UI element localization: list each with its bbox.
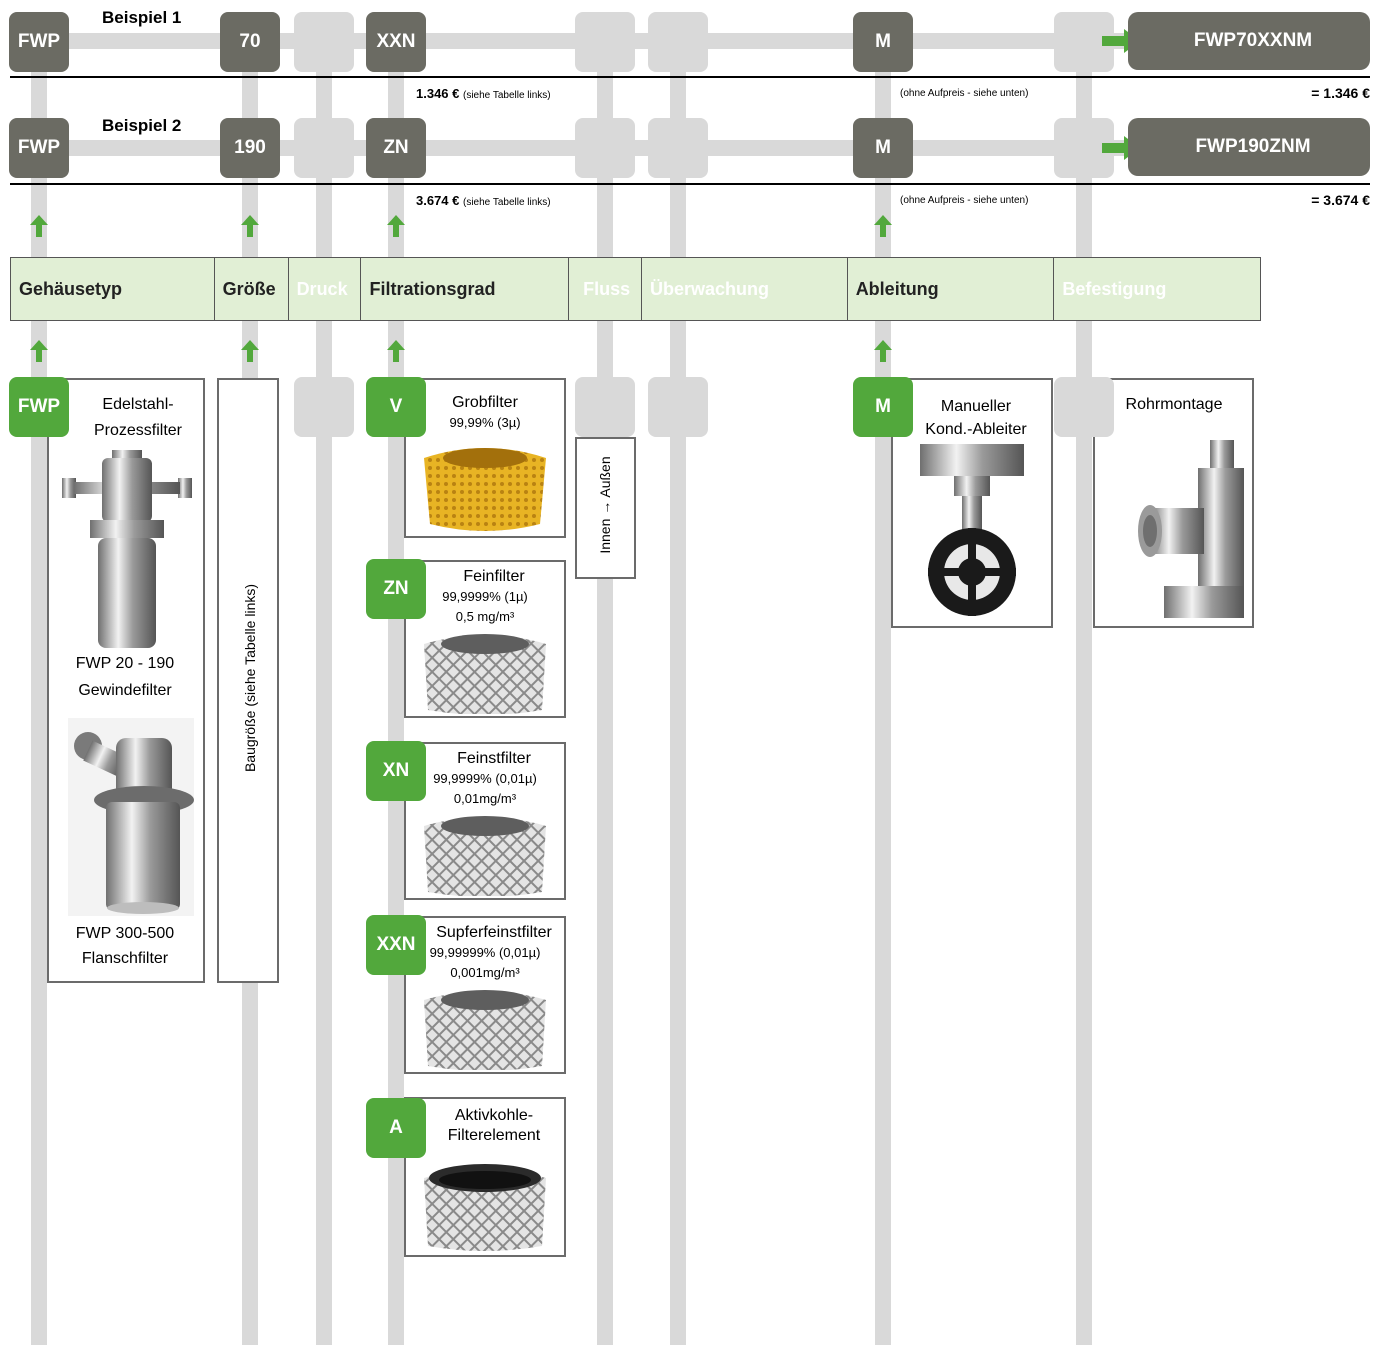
filter-v-spec: 99,99% (3µ) — [449, 415, 521, 430]
example1-code-ableitung: M — [853, 12, 913, 72]
header-groesse: Größe — [215, 258, 289, 320]
housing-variant1-line1: FWP 20 - 190 — [75, 655, 175, 672]
filter-xn-spec1: 99,9999% (0,01µ) — [433, 771, 537, 786]
example2-code-fluss — [575, 118, 635, 178]
size-label: Baugröße (siehe Tabelle links) — [242, 583, 258, 773]
example2-total: = 3.674 € — [1311, 192, 1370, 208]
category-header-row: Gehäusetyp Größe Druck Filtrationsgrad F… — [10, 257, 1261, 321]
fluss-placeholder — [575, 377, 635, 437]
example2-divider — [10, 183, 1370, 185]
example2-code-ueberwachung — [648, 118, 708, 178]
example2-title: Beispiel 2 — [102, 116, 182, 135]
filter-code-xn: XN — [366, 741, 426, 801]
example1-code-druck — [294, 12, 354, 72]
example1-code-fluss — [575, 12, 635, 72]
arrow-up-icon — [387, 340, 405, 362]
arrow-up-icon — [874, 215, 892, 237]
example2-code-filter: ZN — [366, 118, 426, 178]
housing-code-fwp: FWP — [9, 377, 69, 437]
filter-code-zn: ZN — [366, 559, 426, 619]
filter-a-name-line2: Filterelement — [447, 1127, 541, 1144]
mount-label: Rohrmontage — [1125, 396, 1223, 413]
example2-code-druck — [294, 118, 354, 178]
filter-element-mesh-image — [424, 990, 546, 1070]
housing-title-line1: Edelstahl- — [102, 396, 174, 413]
example2-price-note: (siehe Tabelle links) — [463, 197, 551, 208]
example2-result: FWP190ZNM — [1128, 118, 1370, 176]
filter-element-mesh-image — [424, 816, 546, 896]
flange-filter-image — [68, 718, 194, 916]
lane-befestigung — [1076, 40, 1092, 1345]
header-gehaeusetyp: Gehäusetyp — [11, 258, 215, 320]
manual-drain-valve-image — [920, 444, 1024, 616]
example1-code-ueberwachung — [648, 12, 708, 72]
activated-carbon-element-image — [424, 1164, 546, 1251]
filter-v-name: Grobfilter — [452, 394, 518, 411]
filter-code-xxn: XXN — [366, 915, 426, 975]
lane-gehaeusetyp — [31, 40, 47, 1345]
flow-direction-label: Innen → Außen — [597, 456, 613, 554]
ueberwachung-placeholder — [648, 377, 708, 437]
filter-code-a: A — [366, 1098, 426, 1158]
lane-druck — [316, 40, 332, 1345]
example2-extra-note: (ohne Aufpreis - siehe unten) — [900, 195, 1029, 206]
housing-title-line2: Prozessfilter — [93, 422, 183, 439]
drain-code-m: M — [853, 377, 913, 437]
housing-variant2-line2: Flanschfilter — [81, 950, 169, 967]
filter-a-name-line1: Aktivkohle- — [454, 1107, 534, 1124]
drain-line2: Kond.-Ableiter — [925, 421, 1027, 438]
filter-element-yellow-image — [424, 448, 546, 531]
example1-title: Beispiel 1 — [102, 8, 182, 27]
arrow-up-icon — [874, 340, 892, 362]
example2-code-fwp: FWP — [9, 118, 69, 178]
example1-price: 1.346 € (siehe Tabelle links) — [416, 86, 551, 101]
filter-xxn-spec1: 99,99999% (0,01µ) — [429, 945, 541, 960]
arrow-up-icon — [30, 340, 48, 362]
header-fluss: Fluss — [569, 258, 643, 320]
housing-variant2-line1: FWP 300-500 — [75, 925, 175, 942]
example1-divider — [10, 76, 1370, 78]
example2-code-size: 190 — [220, 118, 280, 178]
filter-xn-spec2: 0,01mg/m³ — [453, 791, 517, 806]
filter-zn-spec1: 99,9999% (1µ) — [442, 589, 528, 604]
example1-code-fwp: FWP — [9, 12, 69, 72]
header-ableitung: Ableitung — [848, 258, 1055, 320]
header-ueberwachung: Überwachung — [642, 258, 848, 320]
header-filtrationsgrad: Filtrationsgrad — [361, 258, 570, 320]
lane-filtrationsgrad — [388, 40, 404, 1345]
header-druck: Druck — [289, 258, 362, 320]
arrow-up-icon — [241, 340, 259, 362]
filter-zn-spec2: 0,5 mg/m³ — [455, 609, 515, 624]
size-option-box — [217, 378, 279, 983]
example1-extra-note: (ohne Aufpreis - siehe unten) — [900, 88, 1029, 99]
lane-ableitung — [875, 40, 891, 1345]
example1-code-size: 70 — [220, 12, 280, 72]
header-befestigung: Befestigung — [1062, 278, 1167, 299]
example2-code-ableitung: M — [853, 118, 913, 178]
arrow-up-icon — [241, 215, 259, 237]
example1-price-note: (siehe Tabelle links) — [463, 90, 551, 101]
filter-code-v: V — [366, 377, 426, 437]
filter-zn-name: Feinfilter — [463, 568, 525, 585]
arrow-up-icon — [30, 215, 48, 237]
filter-xxn-spec2: 0,001mg/m³ — [450, 965, 520, 980]
drain-line1: Manueller — [940, 398, 1012, 415]
arrow-up-icon — [387, 215, 405, 237]
pipe-mounting-image — [1138, 440, 1244, 618]
filter-xn-name: Feinstfilter — [457, 750, 531, 767]
befestigung-placeholder — [1054, 377, 1114, 437]
filter-element-mesh-image — [424, 634, 546, 714]
example2-price: 3.674 € (siehe Tabelle links) — [416, 193, 551, 208]
example1-total: = 1.346 € — [1311, 85, 1370, 101]
housing-variant1-line2: Gewindefilter — [78, 682, 172, 699]
lane-fluss — [597, 40, 613, 1345]
example1-code-filter: XXN — [366, 12, 426, 72]
lane-ueberwachung — [670, 40, 686, 1345]
druck-placeholder — [294, 377, 354, 437]
flow-direction-box — [575, 437, 636, 579]
example1-result: FWP70XXNM — [1128, 12, 1370, 70]
thread-filter-image — [62, 450, 192, 648]
filter-xxn-name: Supferfeinstfilter — [436, 924, 552, 941]
